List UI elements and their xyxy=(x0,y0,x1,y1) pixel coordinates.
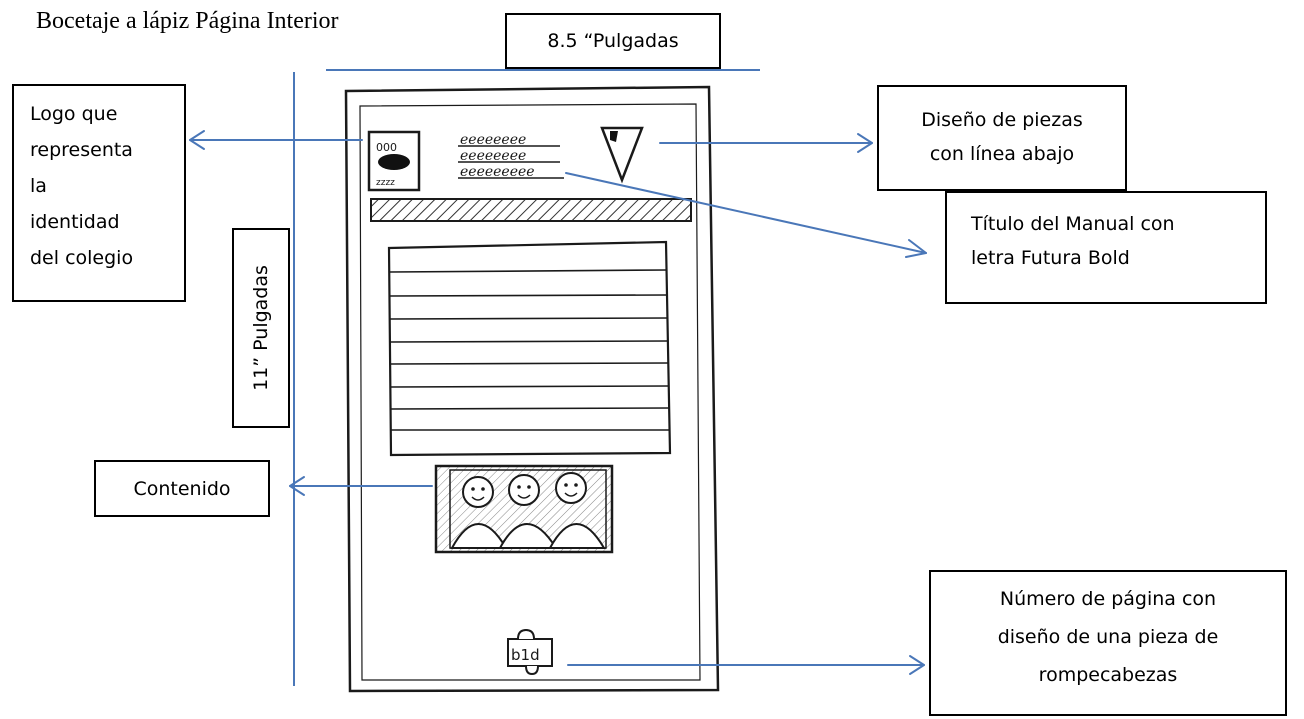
title-sketch: eeeeeeee eeeeeeee eeeeeeeee xyxy=(460,132,535,180)
logo-top-text: 000 xyxy=(376,141,397,154)
contenido-annotation-text: Contenido xyxy=(133,477,231,500)
piezas-annotation: Diseño de piezas con línea abajo xyxy=(877,85,1127,191)
logo-annotation-line: del colegio xyxy=(30,247,134,269)
width-dimension-label: 8.5 “Pulgadas xyxy=(505,13,721,69)
logo-annotation: Logo que representa la identidad del col… xyxy=(12,84,186,302)
page-number-text: b1d xyxy=(511,646,540,664)
logo-sketch: 000 zzzz xyxy=(367,130,421,192)
puzzle-triangle-sketch xyxy=(600,126,644,184)
contenido-arrow xyxy=(289,476,433,496)
paper-sketch xyxy=(344,85,720,693)
width-dimension-text: 8.5 “Pulgadas xyxy=(547,30,679,52)
title-sketch-line: eeeeeeeee xyxy=(460,164,535,180)
pagina-annotation-line: diseño de una pieza de xyxy=(997,626,1219,648)
page-heading: Bocetaje a lápiz Página Interior xyxy=(36,8,339,34)
pagina-annotation-line: rompecabezas xyxy=(1038,664,1178,686)
content-lines-sketch xyxy=(387,240,672,457)
contenido-annotation: Contenido xyxy=(94,460,270,517)
pagina-arrow xyxy=(567,655,925,675)
titulo-arrow xyxy=(565,172,927,258)
hatched-bar-sketch xyxy=(370,198,692,222)
logo-arrow xyxy=(189,130,363,150)
titulo-annotation-line: Título del Manual con xyxy=(971,213,1175,235)
pagina-annotation-line: Número de página con xyxy=(999,588,1217,610)
logo-annotation-line: Logo que xyxy=(30,103,118,125)
logo-annotation-line: representa xyxy=(30,139,133,161)
page-number-puzzle-sketch: b1d xyxy=(507,628,553,676)
logo-annotation-line: identidad xyxy=(30,211,120,233)
title-sketch-line: eeeeeeee xyxy=(460,148,526,164)
logo-annotation-line: la xyxy=(30,175,47,197)
title-sketch-line: eeeeeeee xyxy=(460,132,526,148)
titulo-annotation: Título del Manual con letra Futura Bold xyxy=(945,191,1267,304)
titulo-annotation-line: letra Futura Bold xyxy=(971,247,1130,269)
logo-bottom-text: zzzz xyxy=(376,178,395,188)
people-image-sketch xyxy=(434,464,614,554)
piezas-arrow xyxy=(659,133,873,153)
piezas-annotation-line: con línea abajo xyxy=(929,143,1075,165)
height-dimension-text: 11” Pulgadas xyxy=(250,265,272,391)
pagina-annotation: Número de página con diseño de una pieza… xyxy=(929,570,1287,716)
piezas-annotation-line: Diseño de piezas xyxy=(921,109,1083,131)
height-dimension-label: 11” Pulgadas xyxy=(232,228,290,428)
